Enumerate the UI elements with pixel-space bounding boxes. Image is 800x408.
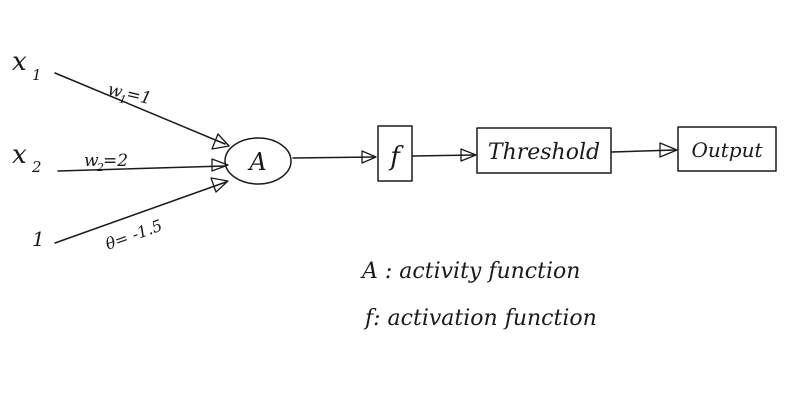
activity-node-label: A bbox=[247, 148, 266, 176]
arrow-threshold-to-output-head bbox=[659, 142, 678, 158]
legend-activity-function: A : activity function bbox=[360, 259, 580, 284]
arrow-x2-line bbox=[57, 165, 226, 172]
weight-w2-value: =2 bbox=[103, 151, 128, 171]
weight-w1-value: =1 bbox=[124, 84, 153, 109]
arrow-x1-head bbox=[211, 133, 230, 150]
weight-w2: w 2 =2 bbox=[84, 151, 128, 174]
arrow-bias-line bbox=[54, 181, 227, 244]
activity-node: A bbox=[224, 137, 292, 185]
arrow-x2-to-a bbox=[57, 158, 229, 172]
arrow-x1-line bbox=[54, 72, 226, 145]
input-x1: x 1 bbox=[12, 47, 42, 84]
output-node-label: Output bbox=[691, 138, 763, 162]
arrow-a-to-f bbox=[292, 150, 377, 164]
input-x1-subscript: 1 bbox=[32, 66, 42, 84]
weight-w1: w 1 =1 bbox=[106, 80, 153, 109]
output-node-box bbox=[677, 126, 777, 172]
input-x2-label: x bbox=[12, 140, 27, 170]
activity-node-circle bbox=[224, 137, 292, 185]
weight-w1-subscript: 1 bbox=[118, 92, 128, 106]
arrow-a-to-f-head bbox=[361, 150, 377, 164]
arrow-x2-head bbox=[211, 158, 229, 172]
weight-theta-label: θ= -1.5 bbox=[103, 216, 165, 254]
input-x1-label: x bbox=[12, 47, 27, 77]
arrow-f-to-threshold-line bbox=[412, 154, 475, 157]
arrow-threshold-to-output bbox=[611, 142, 678, 158]
activation-node-box bbox=[377, 125, 413, 182]
arrow-a-to-f-line bbox=[292, 156, 375, 159]
threshold-node-box bbox=[476, 127, 612, 174]
arrow-f-to-threshold bbox=[412, 148, 477, 162]
input-x2-subscript: 2 bbox=[31, 158, 42, 176]
legend: A : activity function f: activation func… bbox=[360, 259, 597, 331]
weight-w2-subscript: 2 bbox=[96, 161, 104, 174]
arrow-f-to-threshold-head bbox=[460, 148, 477, 162]
legend-activation-function: f: activation function bbox=[363, 306, 597, 331]
weight-w1-label: w bbox=[106, 80, 125, 103]
weight-w2-label: w bbox=[84, 151, 99, 171]
arrow-threshold-to-output-line bbox=[611, 149, 676, 153]
activation-node-label: f bbox=[388, 142, 404, 172]
threshold-node: Threshold bbox=[476, 127, 612, 174]
arrow-bias-head bbox=[210, 177, 229, 193]
input-x2: x 2 bbox=[12, 140, 42, 176]
threshold-node-label: Threshold bbox=[488, 140, 600, 165]
output-node: Output bbox=[677, 126, 777, 172]
arrow-bias-to-a bbox=[54, 177, 229, 244]
arrow-x1-to-a bbox=[54, 72, 230, 150]
activation-node: f bbox=[377, 125, 413, 182]
input-bias-label: 1 bbox=[32, 227, 45, 251]
